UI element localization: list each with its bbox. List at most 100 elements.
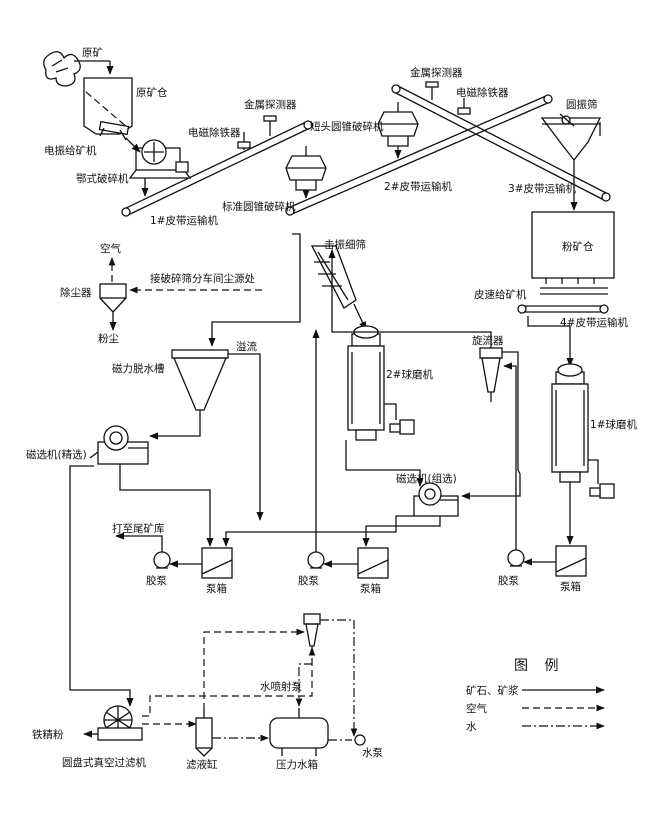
cyclone-to-magrough [461,474,521,500]
magnetic-separator-rough [413,482,459,517]
label-fine-bin: 粉矿仓 [562,240,594,253]
label-mag-fine: 磁选机(精选) [26,448,87,461]
belt-conveyor-4 [517,304,609,314]
jaw-crusher [128,139,192,179]
legend-water-label: 水 [466,721,477,733]
label-pump-1: 胶泵 [146,574,167,587]
metal-detector-1 [263,115,277,136]
disc-vacuum-filter [97,705,143,741]
belt4-to-mill1 [527,316,574,367]
label-pressure-tank: 压力水箱 [276,758,318,771]
pump1-to-tailings [115,532,163,552]
label-short-cone: 短头圆锥破碎机 [310,120,384,133]
label-pump-3: 胶泵 [498,574,519,587]
label-metal-det-2: 金属探测器 [410,66,463,79]
label-fine-screen: 击振细筛 [324,238,366,251]
label-mag-sep-2: 电磁除铁器 [456,86,509,99]
short-head-cone-crusher [377,102,419,147]
label-std-cone: 标准圆锥破碎机 [222,200,296,213]
cyclone-overflow-to-screen [328,249,492,340]
circular-vibrating-screen [540,113,602,162]
cyclone-vacuum [303,613,321,647]
belt-conveyor-1 [121,120,313,217]
pump-box-3 [555,545,587,577]
belt-conveyor-2 [285,94,553,216]
slurry-pump-3 [507,549,525,567]
ball-mill-1 [551,363,615,499]
label-box-3: 泵箱 [560,580,581,593]
label-cyclone: 旋流器 [472,334,504,347]
label-dust-collector: 除尘器 [60,286,92,299]
feeder-to-jaw-flow [125,137,141,153]
label-belt3: 3#皮带运输机 [508,182,576,195]
label-mag-dewater: 磁力脱水槽 [112,362,165,375]
pump3-to-cyclone [503,362,517,550]
label-mag-rough: 磁选机(组选) [396,472,457,485]
label-ball-mill-1: 1#球磨机 [590,418,637,431]
cyclone-water [320,619,358,737]
label-pump-2: 胶泵 [298,574,319,587]
magfine-tail-to-box1 [119,464,214,547]
metal-detector-2 [425,81,439,100]
hydrocyclone [479,340,503,402]
label-vib-feeder: 电振给矿机 [44,144,97,157]
label-belt2: 2#皮带运输机 [384,180,452,193]
label-box-1: 泵箱 [206,582,227,595]
label-water-pump: 水泵 [362,747,383,759]
slurry-pump-2 [307,551,325,569]
label-raw-ore: 原矿 [82,46,103,59]
label-water-jet-pump: 水喷射泵 [260,680,302,693]
overflow-line [228,353,264,521]
label-circ-screen: 圆振筛 [566,98,598,111]
filtrate-tank [195,710,213,757]
label-belt4: 4#皮带运输机 [560,316,628,329]
cyclone-side [502,351,521,475]
mill2-to-magrough [345,440,424,487]
magnetic-separator-1 [237,132,251,150]
magnetic-separator-2 [457,98,471,115]
legend [522,686,605,730]
ball-mill-2 [347,325,415,441]
filter-vacuum-air [142,647,316,717]
raw-ore-bin [83,77,133,135]
label-jaw-crusher: 鄂式破碎机 [76,172,129,185]
label-belt1: 1#皮带运输机 [150,214,218,227]
pump-box-1 [201,547,233,579]
legend-title: 图 例 [514,658,564,674]
magnetic-dewatering-tank [171,349,229,418]
fine-ore-bin [531,211,615,284]
label-belt-feeder: 皮速给矿机 [474,288,527,301]
label-air: 空气 [100,242,121,255]
pressure-water-tank [269,708,329,756]
legend-air-label: 空气 [466,702,487,715]
dewater-to-magfine [149,426,201,440]
standard-cone-crusher [285,146,327,191]
label-box-2: 泵箱 [360,582,381,595]
label-filtrate-tank: 滤液缸 [186,758,218,771]
label-mag-sep-1: 电磁除铁器 [188,126,241,139]
label-to-tailings: 打至尾矿库 [112,522,165,535]
dust-collector [99,283,127,316]
belt-feeder [540,287,608,295]
magnetic-separator-fine [89,425,149,465]
legend-ore-label: 矿石、矿浆 [466,684,519,697]
label-disc-filter: 圆盘式真空过滤机 [62,756,146,769]
raw-ore-truck-icon [43,51,81,87]
impact-fine-screen [310,245,357,309]
label-raw-ore-bin: 原矿仓 [136,86,168,99]
label-overflow: 溢流 [236,340,257,353]
fine-screen-to-dewater [208,233,301,347]
jet-pump-water [295,646,313,707]
vibrating-feeder [98,120,130,141]
slurry-pump-1 [153,551,171,569]
magrough-tail-to-box2 [362,516,441,547]
label-dust: 粉尘 [98,332,119,345]
filtrate-to-cyclone-air [203,628,305,710]
magfine-conc-to-filter [69,465,134,707]
belt-conveyor-3 [391,84,611,202]
pump-box-2 [357,547,389,579]
water-pump [354,734,366,746]
label-ball-mill-2: 2#球磨机 [386,368,433,381]
